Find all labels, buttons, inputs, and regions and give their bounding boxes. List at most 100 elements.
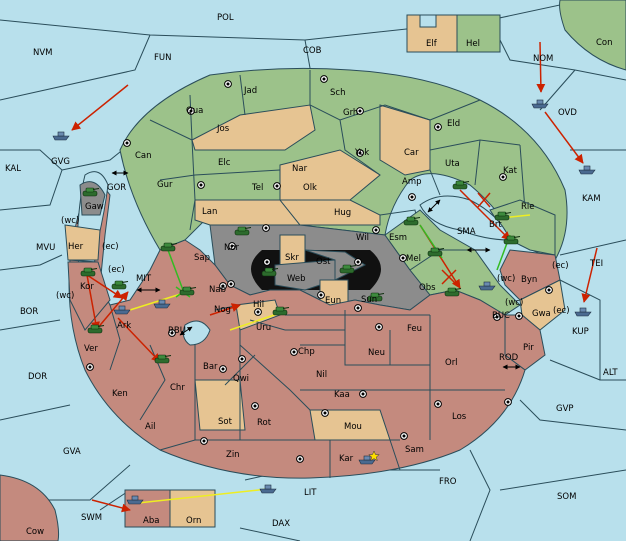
territory-label: Obs — [419, 283, 436, 293]
territory-label: Byn — [521, 275, 537, 285]
coast-tag: (wc) — [497, 274, 515, 284]
coast-tag: (wc) — [61, 216, 79, 226]
sea-label: BOR — [20, 307, 38, 317]
territory-sot — [194, 379, 246, 431]
territory-label: Ken — [112, 389, 128, 399]
territory-label: Uru — [256, 323, 271, 333]
sea-label: POL — [217, 13, 234, 23]
sea-label: OVD — [558, 108, 577, 118]
coast-tag: (ec) — [553, 306, 570, 316]
territory-label: Elf — [426, 39, 438, 49]
territory-label: Sap — [194, 253, 210, 263]
north-islands — [406, 14, 501, 53]
territory-label: Aba — [143, 516, 159, 526]
sea-label: FUN — [154, 53, 171, 63]
sea-label: MIT — [136, 274, 152, 284]
coast-tag: (ec) — [552, 261, 569, 271]
coast-labels: (wc) (ec) (ec) (wc) (wc) (ec) (wc) (ec) — [56, 216, 570, 316]
territory-label: Bar — [203, 362, 218, 372]
territory-label: Her — [68, 242, 84, 252]
south-region — [64, 171, 526, 479]
territory-label: Hug — [334, 208, 351, 218]
territory-label: Jad — [243, 86, 257, 96]
territory-label: Grh — [343, 108, 358, 118]
territory-label: Chp — [298, 347, 315, 357]
sea-label: ALT — [603, 368, 618, 378]
sea-label: KUP — [572, 327, 589, 337]
territory-hel — [456, 14, 501, 53]
territory-label: Gur — [157, 180, 173, 190]
territory-label: Qua — [186, 106, 203, 116]
territory-label: Uta — [445, 159, 460, 169]
territory-labels: Elf Hel Jad Sch Qua Jos Grh Eld Can Yok … — [68, 39, 551, 526]
sea-label: SWM — [81, 513, 102, 523]
territory-label: Neu — [368, 348, 385, 358]
sea-label: GVG — [51, 157, 70, 167]
sea-label: FRO — [439, 477, 457, 487]
territory-label: Sch — [330, 88, 345, 98]
territory-label: Hel — [466, 39, 480, 49]
territory-label: Sam — [405, 445, 424, 455]
territory-label: Elc — [218, 158, 231, 168]
territory-label: Feu — [407, 324, 422, 334]
territory-label: Rie — [521, 202, 535, 212]
sea-label: NOM — [533, 54, 553, 64]
territory-label: Pir — [523, 343, 534, 353]
sea-label: MVU — [36, 243, 55, 253]
territory-label: Web — [287, 274, 306, 284]
territory-label: Sot — [218, 417, 233, 427]
coast-tag: (wc) — [505, 298, 523, 308]
territory-label: Rot — [257, 418, 272, 428]
double-arrow-icon — [427, 199, 441, 213]
sea-label: RBU — [168, 326, 186, 336]
territory-label: Kor — [80, 282, 94, 292]
sea-label: GVP — [556, 404, 574, 414]
sea-labels: POL NVM FUN COB NOM Con OVD KAL GVG GOR … — [5, 13, 618, 537]
sea-label: NVM — [33, 48, 53, 58]
territory-label: Gwa — [532, 309, 551, 319]
territory-skr — [279, 234, 306, 266]
territory-label: Chr — [170, 383, 185, 393]
territory-label: Nor — [224, 243, 240, 253]
territory-label: Can — [135, 151, 152, 161]
double-arrow-icon — [179, 326, 193, 336]
sea-label: Con — [596, 38, 613, 48]
sea-label: Cow — [26, 527, 44, 537]
territory-label: Nar — [292, 164, 308, 174]
territory-label: Lan — [202, 207, 217, 217]
sea-label: KAL — [5, 164, 21, 174]
territory-her — [64, 224, 101, 261]
territory-label: Kar — [339, 454, 354, 464]
units[interactable] — [52, 99, 596, 505]
territory-label: Skr — [285, 253, 299, 263]
territory-label: Olk — [303, 183, 317, 193]
territory-label: Qwi — [233, 374, 249, 384]
territory-label: Yok — [354, 148, 369, 158]
territory-label: Amp — [402, 177, 422, 187]
territory-label: Sun — [361, 295, 377, 305]
sea-label: COB — [303, 46, 322, 56]
sea-label: DAX — [272, 519, 290, 529]
territory-label: Zin — [226, 450, 240, 460]
territory-label: Mou — [344, 422, 362, 432]
sea-label: SMA — [457, 227, 476, 237]
territory-label: Ver — [84, 344, 98, 354]
territory-label: Jos — [216, 124, 230, 134]
territory-label: Nil — [316, 370, 327, 380]
central-area — [209, 224, 431, 311]
sea-label: GOR — [107, 183, 126, 193]
sea-label: TEI — [589, 259, 603, 269]
territory-label: Orl — [445, 358, 458, 368]
sea-label: KAM — [582, 194, 601, 204]
territory-label: Los — [452, 412, 467, 422]
territory-label: Ost — [316, 257, 331, 267]
territory-label: Kaa — [334, 390, 350, 400]
coast-tag: (ec) — [102, 242, 119, 252]
territory-label: Orn — [186, 516, 201, 526]
star-icon — [368, 450, 380, 462]
territory-label: Esm — [389, 233, 407, 243]
orders — [71, 41, 598, 513]
territory-label: Mel — [406, 254, 421, 264]
sea-label: SOM — [557, 492, 576, 502]
